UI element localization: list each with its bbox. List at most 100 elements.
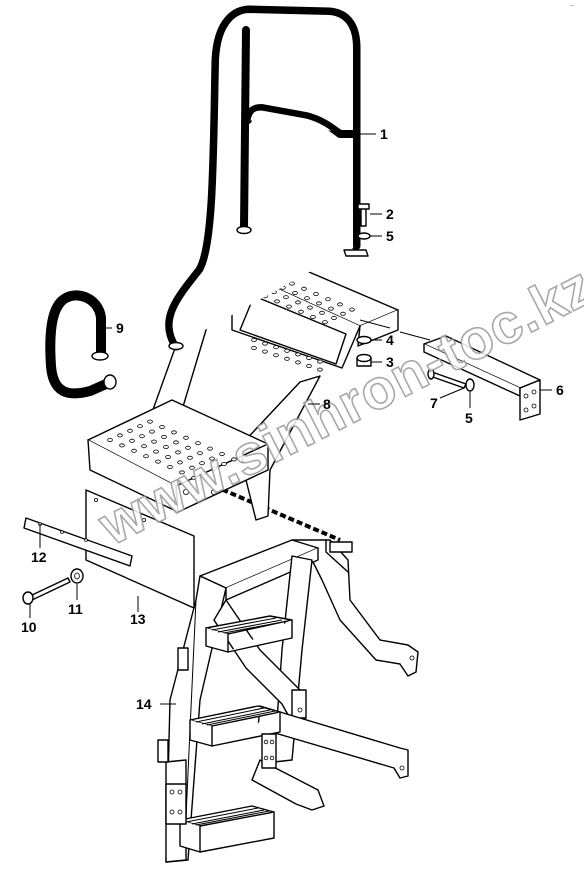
perforation-hole	[189, 465, 195, 470]
perforation-hole	[131, 448, 137, 453]
perforation-hole	[304, 296, 310, 301]
strip-12	[23, 517, 133, 567]
perforation-hole	[155, 459, 161, 464]
perforation-hole	[207, 446, 213, 451]
perforation-hole	[349, 307, 355, 312]
perforation-hole	[129, 438, 135, 443]
callout-8: 8	[323, 396, 331, 412]
callout-5a: 5	[386, 228, 394, 244]
perforation-hole	[167, 464, 173, 469]
perforation-hole	[306, 355, 312, 360]
perforation-hole	[107, 437, 113, 442]
washer-5-upper	[357, 232, 371, 240]
perforation-hole	[185, 445, 191, 450]
leader-lines	[29, 133, 552, 705]
perforation-hole	[165, 454, 171, 459]
perforation-hole	[177, 460, 183, 465]
perforation-hole	[307, 305, 313, 310]
callout-10: 10	[21, 619, 37, 635]
washer-5-lower	[465, 378, 475, 392]
perforation-hole	[221, 461, 227, 466]
perforation-hole	[274, 299, 280, 304]
perforation-hole	[295, 360, 301, 365]
perforation-hole	[179, 470, 185, 475]
perforation-hole	[143, 454, 149, 459]
perforation-hole	[284, 356, 290, 361]
perforation-hole	[316, 301, 322, 306]
perforation-hole	[306, 363, 312, 368]
callout-1: 1	[380, 126, 388, 142]
callout-4: 4	[386, 332, 394, 348]
washer-11	[70, 568, 84, 584]
callout-5b: 5	[465, 410, 473, 426]
perforation-hole	[163, 444, 169, 449]
corner-mark: ~	[570, 3, 574, 10]
perforation-hole	[328, 306, 334, 311]
perforation-hole	[191, 475, 197, 480]
perforation-hole	[147, 419, 153, 424]
perforation-hole	[199, 461, 205, 466]
perforation-hole	[298, 309, 304, 314]
perforation-hole	[284, 348, 290, 353]
perforation-hole	[151, 439, 157, 444]
perforation-hole	[159, 424, 165, 429]
perforation-hole	[317, 367, 323, 372]
callout-11: 11	[68, 601, 83, 617]
perforation-hole	[171, 430, 177, 435]
perforation-hole	[175, 450, 181, 455]
perforation-hole	[183, 435, 189, 440]
callout-6: 6	[556, 382, 564, 398]
perforation-hole	[273, 345, 279, 350]
perforation-hole	[139, 434, 145, 439]
perforation-hole	[295, 352, 301, 357]
perforation-hole	[301, 286, 307, 291]
perforation-hole	[289, 281, 295, 286]
callout-9: 9	[116, 320, 124, 336]
grab-handle-9	[45, 290, 117, 399]
perforation-hole	[201, 471, 207, 476]
perforation-hole	[319, 310, 325, 315]
perforation-hole	[231, 457, 237, 462]
perforation-hole	[317, 359, 323, 364]
perforation-hole	[322, 320, 328, 325]
perforation-hole	[325, 297, 331, 302]
perforation-hole	[153, 449, 159, 454]
perforation-hole	[262, 349, 268, 354]
perforation-hole	[117, 433, 123, 438]
callout-12: 12	[31, 549, 47, 565]
perforation-hole	[209, 456, 215, 461]
perforation-hole	[137, 424, 143, 429]
perforation-hole	[195, 441, 201, 446]
perforation-hole	[273, 353, 279, 358]
nut-3	[356, 353, 372, 367]
perforation-hole	[292, 290, 298, 295]
perforation-hole	[141, 444, 147, 449]
perforation-hole	[295, 300, 301, 305]
handrail-1	[165, 5, 369, 351]
callout-2: 2	[386, 206, 394, 222]
perforation-hole	[127, 428, 133, 433]
bolt-10	[22, 577, 71, 605]
nut-4	[356, 335, 372, 345]
perforation-hole	[286, 304, 292, 309]
ladder-frame-14	[157, 539, 419, 863]
callout-3: 3	[386, 354, 394, 370]
perforation-hole	[187, 455, 193, 460]
perforation-hole	[211, 466, 217, 471]
perforation-hole	[310, 314, 316, 319]
perforation-hole	[149, 429, 155, 434]
perforation-hole	[337, 302, 343, 307]
callout-14: 14	[136, 696, 152, 712]
callouts: 1 2 5 4 3 6 7 5 8 9 12 11 10 13 14	[21, 126, 564, 712]
callout-13: 13	[130, 611, 146, 627]
perforation-hole	[251, 345, 257, 350]
perforation-hole	[197, 451, 203, 456]
assembly-dash-line	[213, 484, 341, 542]
perforation-hole	[313, 291, 319, 296]
perforation-hole	[161, 434, 167, 439]
perforation-hole	[251, 337, 257, 342]
perforation-hole	[119, 443, 125, 448]
perforation-hole	[283, 295, 289, 300]
bracket-6	[359, 319, 541, 421]
